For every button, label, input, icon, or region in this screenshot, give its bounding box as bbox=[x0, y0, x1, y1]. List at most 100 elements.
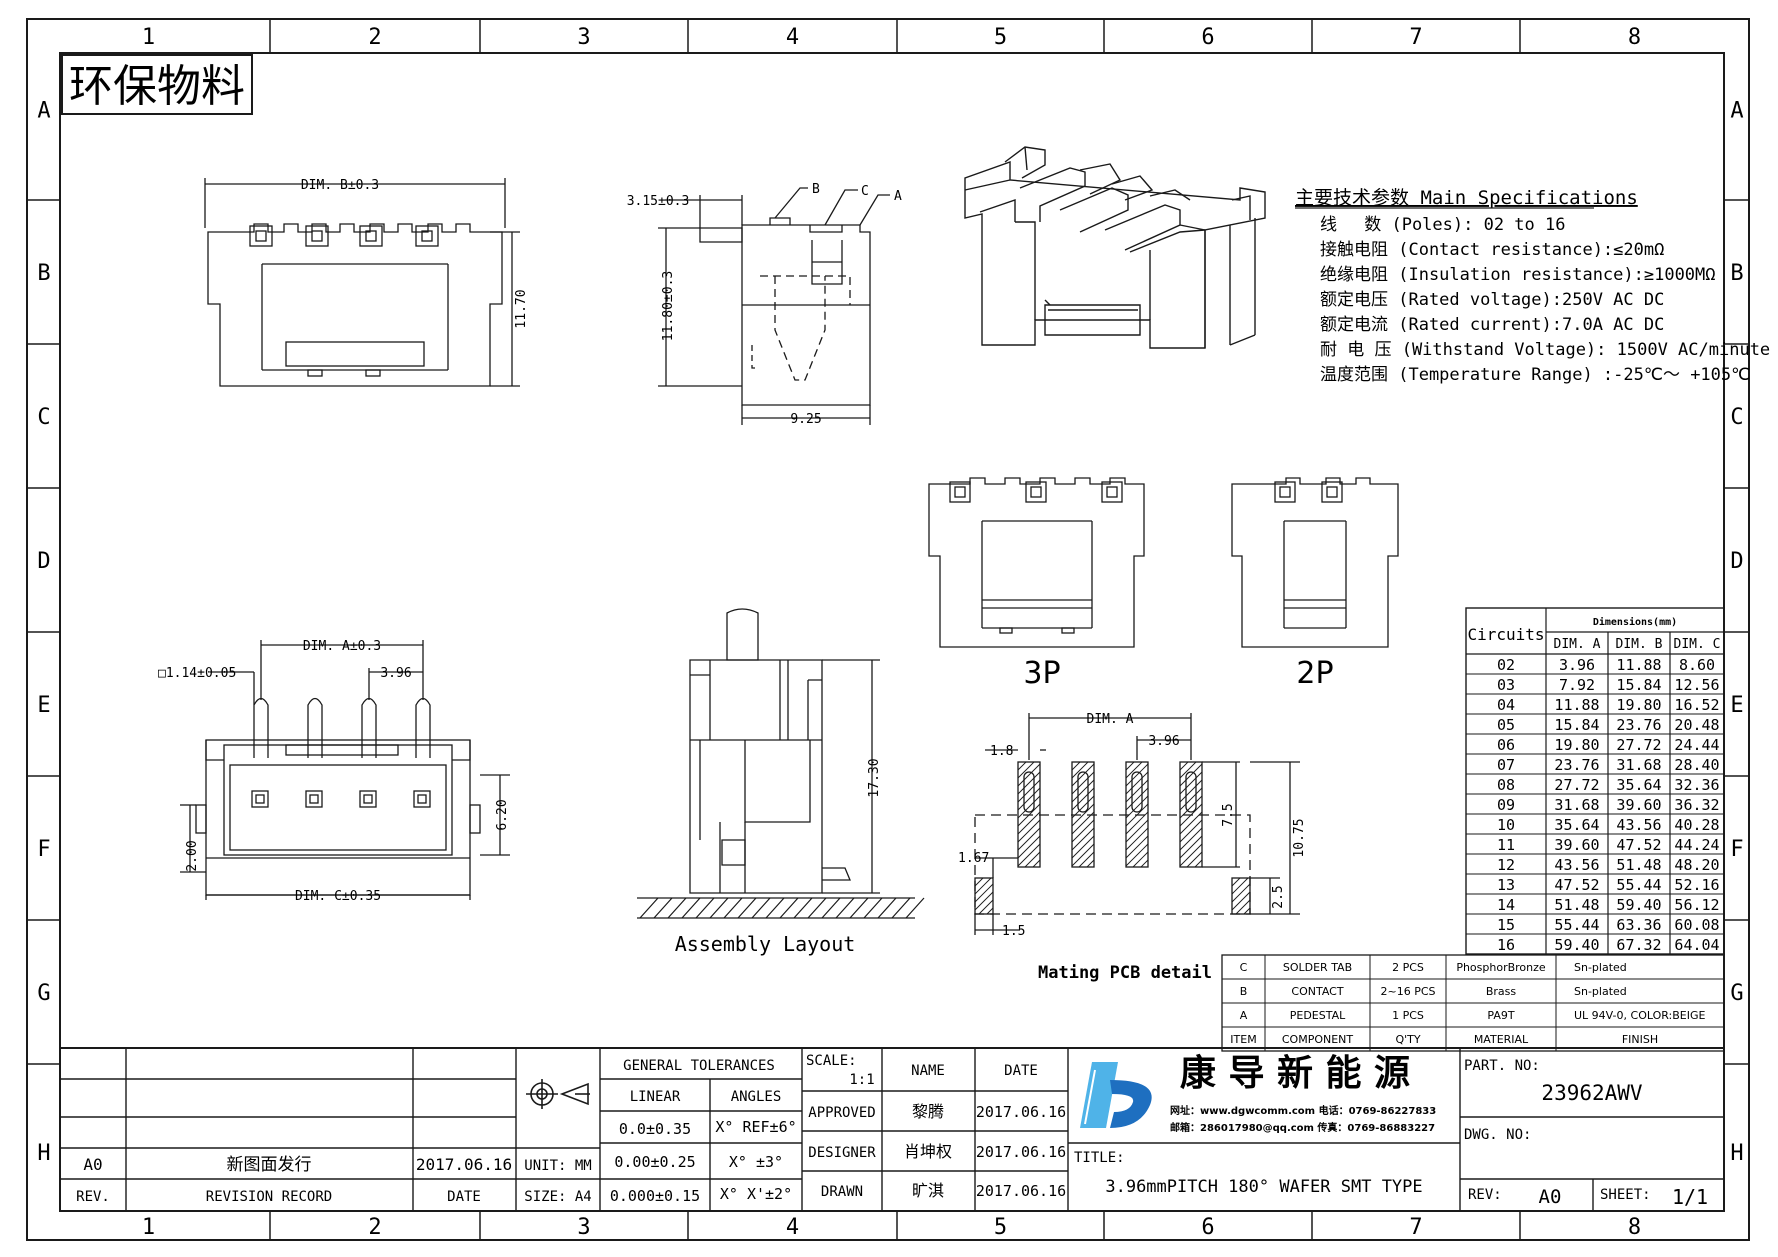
pad-hatch-line bbox=[1017, 811, 1041, 835]
pcb-tab-width-2: 1.5 bbox=[1002, 924, 1025, 939]
label-3p: 3P bbox=[1023, 656, 1060, 691]
dim-side-width: 3.15±0.3 bbox=[627, 194, 690, 209]
spec-heading: 主要技术参数 Main Specifications bbox=[1295, 187, 1638, 209]
dim-200: 2.00 bbox=[185, 840, 200, 871]
hatch-line bbox=[737, 897, 757, 919]
tol-angle-2: X° ±3° bbox=[729, 1153, 783, 1171]
dim-table-cell: 47.52 bbox=[1554, 876, 1599, 894]
dim-table-header: DIM. C bbox=[1674, 637, 1721, 652]
zone-row-label: F bbox=[1730, 837, 1743, 862]
bom-header: ITEM bbox=[1230, 1033, 1256, 1046]
zone-col-label: 6 bbox=[1201, 25, 1214, 50]
pad-hatch-line bbox=[1024, 851, 1041, 868]
zone-col-label: 6 bbox=[1201, 1215, 1214, 1240]
pad-hatch-line bbox=[1179, 787, 1203, 811]
dim-table-header: Circuits bbox=[1467, 625, 1544, 644]
pad-hatch-line bbox=[1071, 761, 1089, 779]
bom-header: COMPONENT bbox=[1282, 1033, 1354, 1046]
pcb-detail bbox=[974, 713, 1300, 935]
dim-table-cell: 59.40 bbox=[1616, 896, 1661, 914]
dim-table-cell: 12.56 bbox=[1674, 676, 1719, 694]
zone-col-label: 4 bbox=[786, 25, 799, 50]
pad-hatch-line bbox=[1017, 803, 1041, 827]
spec-line: 温度范围 (Temperature Range) :-25℃～ +105℃ bbox=[1320, 365, 1750, 385]
hatch-line bbox=[821, 897, 841, 919]
dim-table-cell: 04 bbox=[1497, 696, 1515, 714]
spec-line: 接触电阻 (Contact resistance):≤20mΩ bbox=[1320, 240, 1664, 260]
dim-side-base: 9.25 bbox=[790, 412, 821, 427]
spec-line: 绝缘电阻 (Insulation resistance):≥1000MΩ bbox=[1320, 265, 1716, 285]
bom-header: MATERIAL bbox=[1474, 1033, 1529, 1046]
bom-cell: 2~16 PCS bbox=[1380, 985, 1435, 998]
pad-hatch-line bbox=[1231, 883, 1251, 903]
rev-date-hdr: DATE bbox=[447, 1189, 481, 1205]
bom-cell: C bbox=[1240, 961, 1248, 974]
designer-name: 肖坤权 bbox=[904, 1142, 952, 1161]
dim-table-cell: 19.80 bbox=[1616, 696, 1661, 714]
zone-row-label: H bbox=[37, 1141, 50, 1166]
pad-hatch-line bbox=[1125, 761, 1135, 771]
dim-table-cell: 16 bbox=[1497, 936, 1515, 954]
pad-hatch-line bbox=[1125, 827, 1149, 851]
pad-hatch-line bbox=[1071, 811, 1095, 835]
hatch-line bbox=[653, 897, 673, 919]
pad-hatch-line bbox=[1086, 859, 1095, 868]
pad-hatch-line bbox=[1186, 851, 1203, 868]
zone-col-label: 1 bbox=[142, 1215, 155, 1240]
bottom-view bbox=[180, 640, 510, 900]
pad-hatch-line bbox=[974, 877, 992, 895]
dim-table-cell: 7.92 bbox=[1559, 676, 1595, 694]
tol-angle-1: X° REF±6° bbox=[715, 1118, 796, 1136]
pcb-caption: Mating PCB detail bbox=[1038, 963, 1212, 983]
callout-c: C bbox=[861, 184, 869, 199]
dim-table-cell: 32.36 bbox=[1674, 776, 1719, 794]
pad-hatch-line bbox=[1235, 899, 1251, 915]
pad-hatch-line bbox=[1032, 859, 1041, 868]
zone-row-label: A bbox=[1730, 99, 1743, 124]
pcb-pitch: 3.96 bbox=[1148, 734, 1179, 749]
pad-hatch-line bbox=[1179, 811, 1203, 835]
pad-hatch-line bbox=[1017, 761, 1027, 771]
zone-row-label: D bbox=[1730, 549, 1743, 574]
dim-table-cell: 19.80 bbox=[1554, 736, 1599, 754]
scale-label: SCALE: bbox=[806, 1053, 857, 1069]
pcb-tab-height: 2.5 bbox=[1271, 885, 1286, 908]
rev-record-hdr: REVISION RECORD bbox=[206, 1189, 332, 1205]
pad-hatch-line bbox=[1078, 851, 1095, 868]
zone-row-label: E bbox=[37, 693, 50, 718]
dim-table-header: DIM. B bbox=[1616, 637, 1663, 652]
dim-table-header: DIM. A bbox=[1554, 637, 1601, 652]
dim-table-cell: 35.64 bbox=[1554, 816, 1599, 834]
pad-hatch-line bbox=[1179, 761, 1197, 779]
general-tolerances: GENERAL TOLERANCES bbox=[623, 1058, 775, 1074]
title-block bbox=[60, 1047, 1724, 1211]
pad-hatch-line bbox=[1231, 877, 1241, 887]
angles-hdr: ANGLES bbox=[731, 1089, 782, 1105]
pad-hatch-line bbox=[1140, 859, 1149, 868]
dim-table-cell: 39.60 bbox=[1616, 796, 1661, 814]
hatch-line bbox=[877, 897, 897, 919]
linear-hdr: LINEAR bbox=[630, 1089, 681, 1105]
size-label: SIZE: A4 bbox=[524, 1189, 591, 1205]
pad-hatch-line bbox=[1179, 779, 1203, 803]
drawn-name: 旷淇 bbox=[912, 1181, 944, 1200]
pad-hatch-line bbox=[1179, 771, 1203, 795]
dim-table-cell: 15 bbox=[1497, 916, 1515, 934]
dim-table-cell: 67.32 bbox=[1616, 936, 1661, 954]
date-hdr: DATE bbox=[1004, 1063, 1038, 1079]
eco-stamp-box bbox=[61, 54, 253, 115]
hatch-line bbox=[807, 897, 827, 919]
outer-border bbox=[26, 18, 1750, 1241]
pad-hatch-line bbox=[1017, 779, 1041, 803]
pad-hatch-line bbox=[1125, 811, 1149, 835]
title-label: TITLE: bbox=[1074, 1150, 1125, 1166]
dim-table-cell: 43.56 bbox=[1616, 816, 1661, 834]
bom-cell: Sn-plated bbox=[1574, 961, 1627, 974]
callout-a: A bbox=[894, 189, 902, 204]
dim-b-label: DIM. B±0.3 bbox=[301, 178, 379, 193]
pad-hatch-line bbox=[1017, 795, 1041, 819]
tolerance-symbol bbox=[526, 1079, 590, 1109]
sheet-value: 1/1 bbox=[1672, 1185, 1708, 1209]
pad-hatch-line bbox=[1125, 771, 1149, 795]
drawn-label: DRAWN bbox=[821, 1184, 863, 1200]
